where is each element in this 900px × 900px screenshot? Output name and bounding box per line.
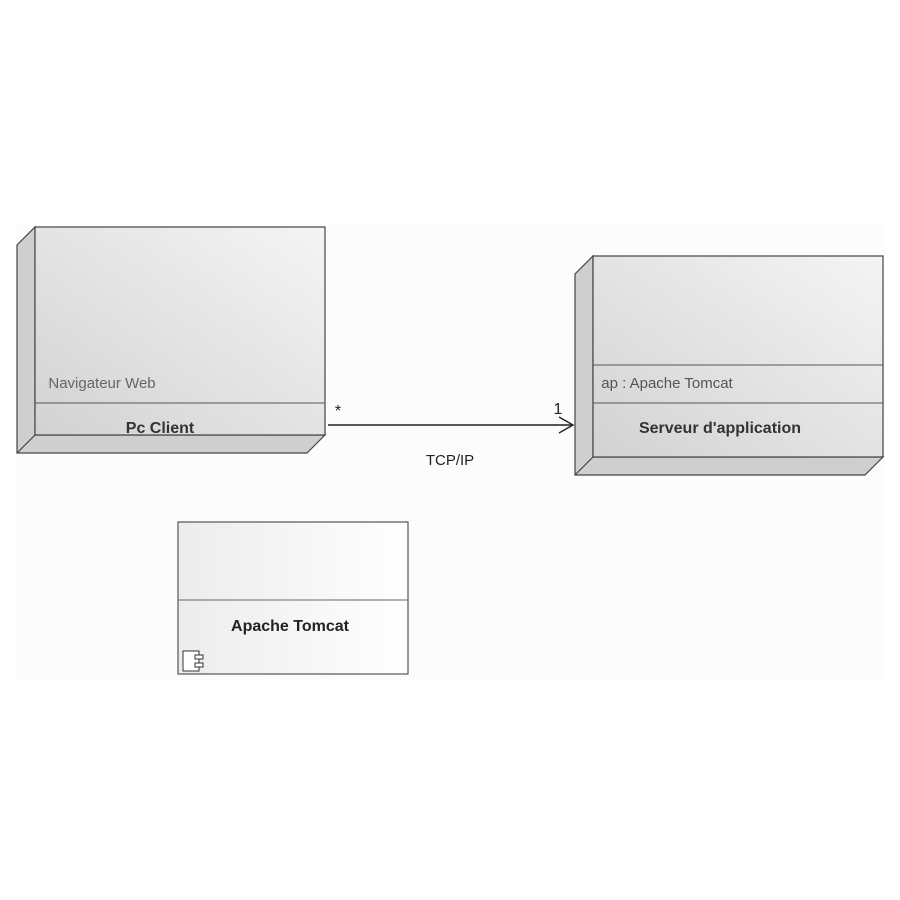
component-box xyxy=(177,521,409,675)
node-name: Serveur d'application xyxy=(639,420,801,437)
node-edge xyxy=(574,456,594,476)
association-tcpip[interactable]: TCP/IP * 1 xyxy=(328,401,575,469)
source-multiplicity: * xyxy=(335,403,341,420)
node-edge xyxy=(16,434,36,454)
association-label: TCP/IP xyxy=(426,452,474,469)
artifact-label: ap : Apache Tomcat xyxy=(601,375,733,392)
arrow-head-icon xyxy=(558,416,575,434)
node-face xyxy=(592,255,884,458)
node-face xyxy=(34,226,326,436)
artifact-label: Navigateur Web xyxy=(48,375,155,392)
component-apache-tomcat[interactable]: Apache Tomcat xyxy=(177,521,409,675)
target-multiplicity: 1 xyxy=(554,401,563,418)
component-icon xyxy=(182,650,204,672)
node-serveur[interactable]: ap : Apache Tomcat Serveur d'application xyxy=(574,254,885,476)
component-name: Apache Tomcat xyxy=(231,618,350,635)
node-pc-client[interactable]: Navigateur Web Pc Client xyxy=(16,225,327,454)
node-name: Pc Client xyxy=(126,420,195,437)
